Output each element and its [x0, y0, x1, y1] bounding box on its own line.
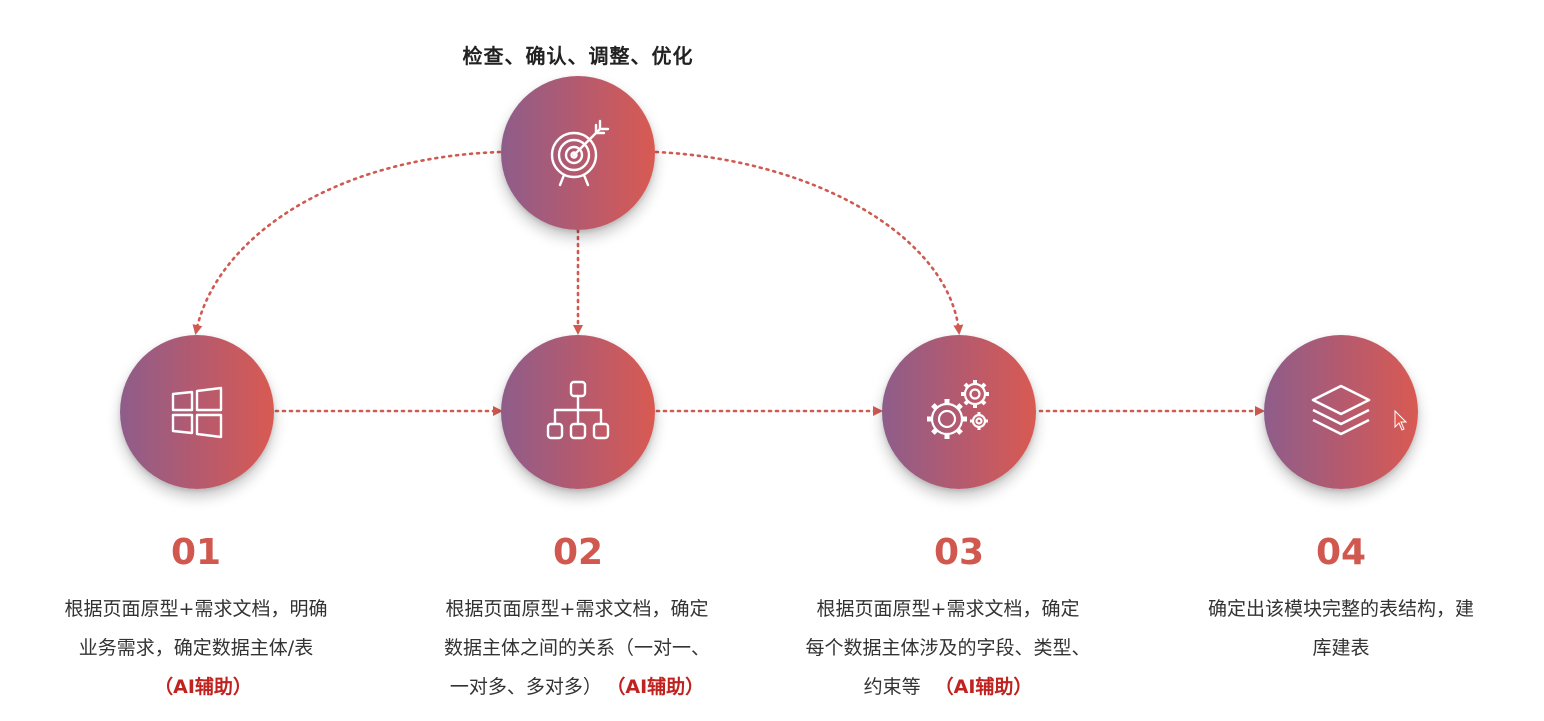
step-04-description: 确定出该模块完整的表结构，建 库建表 [1171, 590, 1511, 668]
step-01-description: 根据页面原型+需求文档，明确 业务需求，确定数据主体/表 （AI辅助） [26, 590, 366, 707]
step-02-ai-tag: （AI辅助） [615, 676, 705, 698]
step-02-number: 02 [552, 532, 604, 573]
step-04-line-2: 库建表 [1312, 637, 1370, 659]
mouse-cursor-icon [1394, 410, 1408, 431]
layers-icon [1311, 384, 1371, 436]
step-02-description: 根据页面原型+需求文档，确定 数据主体之间的关系（一对一、 一对多、多对多） （A… [407, 590, 747, 707]
step-03-number: 03 [933, 532, 985, 573]
step-02-line-2: 数据主体之间的关系（一对一、 [443, 637, 710, 659]
arrow-top-to-03 [654, 150, 964, 335]
step-02-line-1: 根据页面原型+需求文档，确定 [445, 598, 709, 620]
step-04-circle [1264, 335, 1418, 489]
step-02-circle [501, 335, 655, 489]
target-icon [550, 119, 610, 187]
step-04-line-1: 确定出该模块完整的表结构，建 [1207, 598, 1474, 620]
step-03-line-1: 根据页面原型+需求文档，确定 [816, 598, 1080, 620]
step-01-line-1: 根据页面原型+需求文档，明确 [64, 598, 328, 620]
step-03-description: 根据页面原型+需求文档，确定 每个数据主体涉及的字段、类型、 约束等 （AI辅助） [778, 590, 1118, 707]
top-label: 检查、确认、调整、优化 [462, 44, 694, 68]
step-03-line-2: 每个数据主体涉及的字段、类型、 [805, 637, 1091, 659]
step-01-ai-tag: （AI辅助） [154, 676, 252, 698]
step-03-ai-tag: （AI辅助） [934, 676, 1033, 698]
top-circle [501, 76, 655, 230]
step-03-circle [882, 335, 1036, 489]
step-01-number: 01 [170, 532, 222, 573]
windows-icon [171, 386, 223, 439]
arrow-top-to-01 [192, 150, 502, 335]
step-01-circle [120, 335, 274, 489]
hierarchy-icon [546, 380, 610, 440]
gears-icon [927, 380, 989, 439]
step-04-number: 04 [1315, 532, 1367, 573]
step-03-line-3: 约束等 [863, 676, 921, 698]
step-01-line-2: 业务需求，确定数据主体/表 [78, 637, 314, 659]
step-02-line-3: 一对多、多对多） [449, 676, 602, 698]
